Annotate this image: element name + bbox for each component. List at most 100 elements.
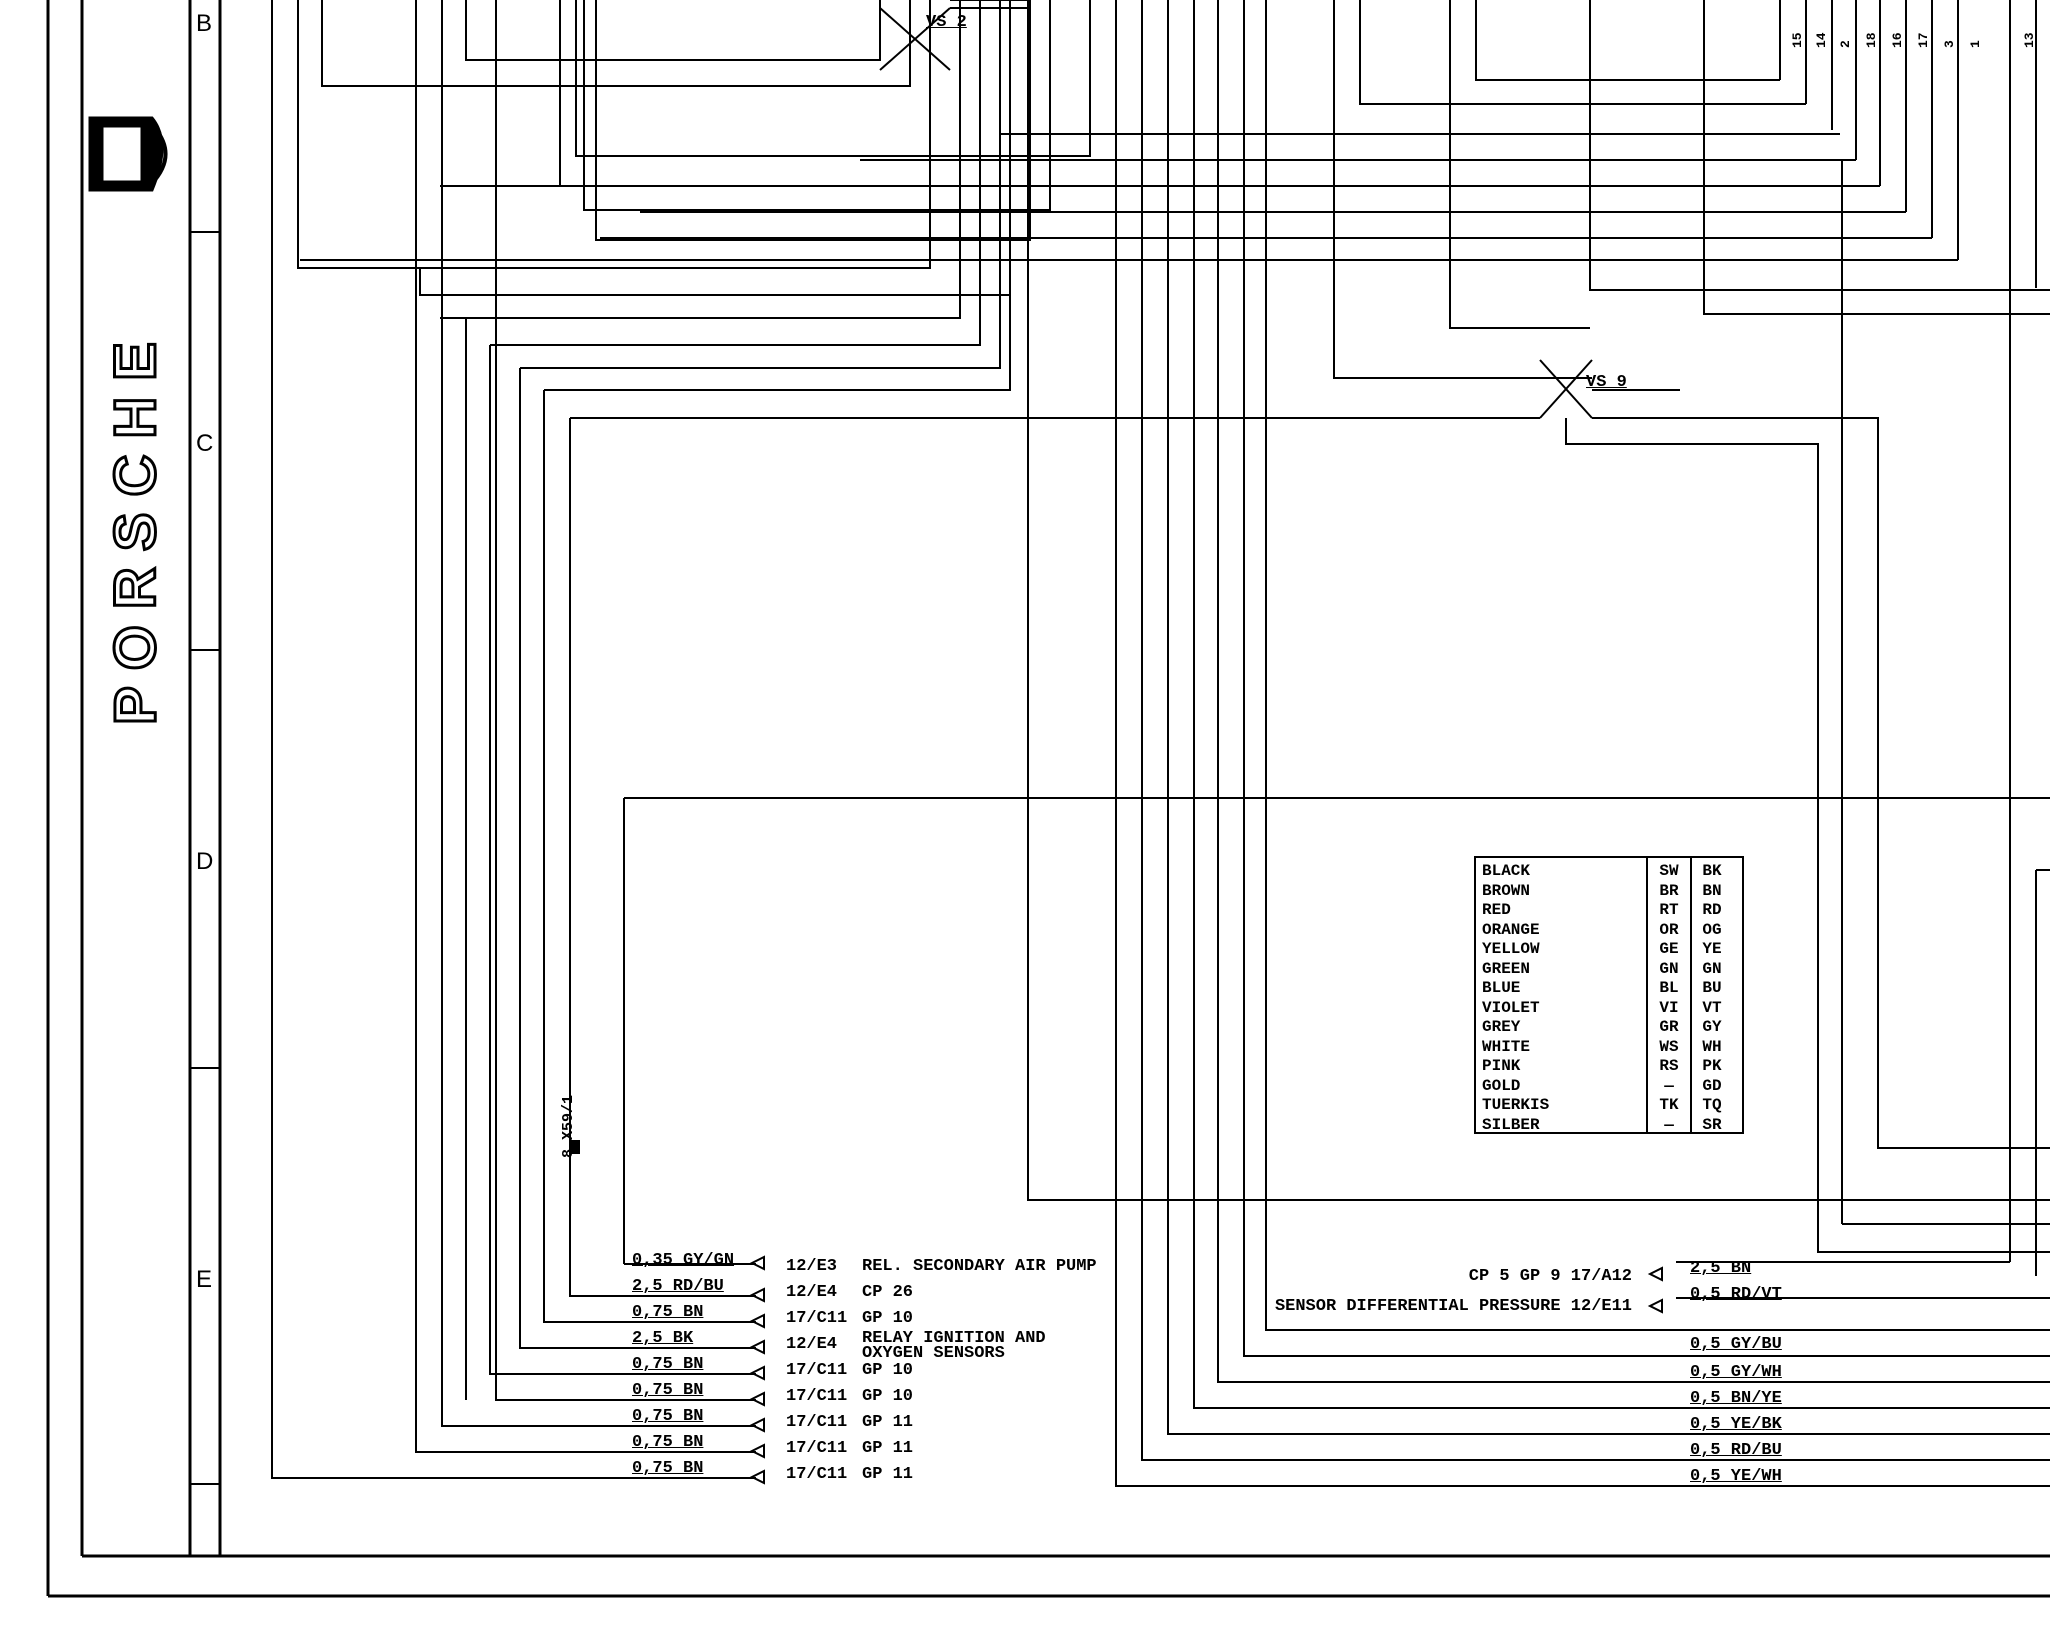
legend-cell: GN bbox=[1702, 959, 1722, 978]
wire-label: 0,5 BN/YE bbox=[1690, 1389, 1782, 1408]
wire-label: 2,5 BN bbox=[1690, 1259, 1752, 1278]
wire-label: 0,75 BN bbox=[632, 1433, 704, 1452]
wire-label: 0,75 BN bbox=[632, 1381, 704, 1400]
legend-cell: WHITE bbox=[1482, 1037, 1531, 1056]
brand-text: PORSCHE bbox=[101, 324, 169, 726]
legend-cell: BN bbox=[1702, 881, 1722, 900]
zone-label-c: C bbox=[196, 430, 214, 457]
wire-desc: CP 26 bbox=[862, 1283, 914, 1302]
pin-label: 18 bbox=[1864, 32, 1879, 48]
wire-desc: CP 5 GP 9 17/A12 bbox=[1468, 1267, 1632, 1286]
zone-label-e: E bbox=[196, 1266, 213, 1293]
legend-cell: RT bbox=[1659, 901, 1679, 919]
legend-cell: GE bbox=[1659, 940, 1679, 958]
legend-cell: SW bbox=[1659, 862, 1679, 880]
wire-ref: 17/C11 bbox=[786, 1309, 848, 1328]
legend-cell: TK bbox=[1659, 1096, 1679, 1114]
zone-ticks bbox=[190, 231, 220, 1485]
legend-cell: RS bbox=[1659, 1057, 1679, 1075]
legend-cell: WH bbox=[1702, 1037, 1722, 1056]
legend-english-codes: BK BN RD OG YE GN BU VT GY WH PK GD TQ S… bbox=[1692, 858, 1732, 1134]
legend-cell: — bbox=[1664, 1115, 1674, 1134]
zone-label-b: B bbox=[196, 10, 213, 37]
legend-cell: GY bbox=[1702, 1018, 1722, 1036]
pin-label: 16 bbox=[1890, 32, 1905, 48]
wire-desc: RELAY IGNITION AND bbox=[862, 1329, 1046, 1348]
legend-cell: OR bbox=[1659, 920, 1679, 939]
legend-cell: GREY bbox=[1482, 1018, 1521, 1036]
legend-cell: GREEN bbox=[1482, 959, 1531, 978]
wire-label: 0,5 YE/BK bbox=[1690, 1415, 1782, 1434]
wire-desc: SENSOR DIFFERENTIAL PRESSURE 12/E11 bbox=[1274, 1297, 1632, 1316]
wire-label: 0,75 BN bbox=[632, 1355, 704, 1374]
pin-label: 3 bbox=[1942, 40, 1957, 48]
legend-cell: PK bbox=[1702, 1057, 1722, 1075]
wire-label: 0,75 BN bbox=[632, 1303, 704, 1322]
legend-cell: VI bbox=[1659, 998, 1679, 1017]
wire-label: 0,35 GY/GN bbox=[632, 1251, 735, 1270]
legend-cell: RD bbox=[1702, 901, 1722, 919]
legend-cell: SR bbox=[1702, 1115, 1722, 1134]
pin-label: 1 bbox=[1968, 40, 1983, 48]
legend-cell: OG bbox=[1702, 920, 1722, 939]
legend-cell: BU bbox=[1702, 979, 1722, 997]
legend-cell: GN bbox=[1659, 959, 1679, 978]
legend-german-codes: SW BR RT OR GE GN BL VI GR WS RS — TK — bbox=[1648, 858, 1692, 1134]
terminals bbox=[749, 1255, 1663, 1485]
wire-ref: 17/C11 bbox=[786, 1439, 848, 1458]
legend-cell: BL bbox=[1659, 979, 1679, 997]
wire-label: 0,5 RD/VT bbox=[1690, 1285, 1782, 1304]
left-bundle bbox=[271, 0, 2050, 1479]
legend-cell: WS bbox=[1659, 1037, 1679, 1056]
legend-cell: BR bbox=[1659, 881, 1679, 900]
legend-cell: GR bbox=[1659, 1018, 1679, 1036]
zone-label-d: D bbox=[196, 848, 214, 875]
wire-label: 0,5 GY/WH bbox=[1690, 1363, 1782, 1382]
right-bundle bbox=[300, 0, 2050, 1487]
porsche-crest-icon bbox=[82, 112, 182, 196]
legend-cell: YE bbox=[1702, 940, 1722, 958]
wire-desc: GP 11 bbox=[862, 1465, 914, 1484]
pin-label: 14 bbox=[1814, 32, 1829, 48]
legend-cell: ORANGE bbox=[1482, 920, 1540, 939]
splice-label-vs2: VS 2 bbox=[926, 13, 967, 32]
porsche-brand-wordmark: PORSCHE bbox=[101, 225, 169, 825]
connector-label-x59-1: 8 X59/1 bbox=[560, 1094, 577, 1158]
legend-cell: VIOLET bbox=[1482, 998, 1540, 1017]
wire-label: 0,5 YE/WH bbox=[1690, 1467, 1782, 1486]
legend-cell: BK bbox=[1702, 862, 1722, 880]
wire-desc: GP 10 bbox=[862, 1361, 914, 1380]
legend-cell: GOLD bbox=[1482, 1076, 1521, 1095]
wire-ref: 17/C11 bbox=[786, 1387, 848, 1406]
legend-color-names: BLACK BROWN RED ORANGE YELLOW GREEN BLUE… bbox=[1476, 858, 1648, 1134]
legend-cell: TUERKIS bbox=[1482, 1096, 1550, 1114]
wire-ref: 17/C11 bbox=[786, 1361, 848, 1380]
wire-desc: GP 10 bbox=[862, 1309, 914, 1328]
legend-cell: VT bbox=[1702, 998, 1722, 1017]
wire-label: 2,5 RD/BU bbox=[632, 1277, 724, 1296]
legend-cell: TQ bbox=[1702, 1096, 1722, 1114]
wire-ref: 17/C11 bbox=[786, 1413, 848, 1432]
legend-cell: BROWN bbox=[1482, 881, 1531, 900]
legend-cell: GD bbox=[1702, 1076, 1722, 1095]
legend-cell: SILBER bbox=[1482, 1115, 1540, 1134]
wire-desc: GP 11 bbox=[862, 1439, 914, 1458]
legend-cell: YELLOW bbox=[1482, 940, 1540, 958]
wire-ref: 12/E4 bbox=[786, 1283, 838, 1302]
pin-label: 2 bbox=[1838, 40, 1853, 48]
wire-color-legend: BLACK BROWN RED ORANGE YELLOW GREEN BLUE… bbox=[1474, 856, 1744, 1134]
wire-desc: GP 11 bbox=[862, 1413, 914, 1432]
splice-label-vs9: VS 9 bbox=[1586, 373, 1627, 392]
vs2-links bbox=[440, 0, 2050, 1201]
legend-cell: BLACK bbox=[1482, 862, 1531, 880]
legend-cell: RED bbox=[1482, 901, 1511, 919]
wire-desc: GP 10 bbox=[862, 1387, 914, 1406]
pin-label: 15 bbox=[1790, 32, 1805, 48]
wire-desc-line2: OXYGEN SENSORS bbox=[862, 1344, 1005, 1363]
legend-cell: — bbox=[1664, 1076, 1674, 1095]
pin-label: 13 bbox=[2022, 32, 2037, 48]
legend-cell: BLUE bbox=[1482, 979, 1521, 997]
wire-ref: 12/E3 bbox=[786, 1257, 838, 1276]
